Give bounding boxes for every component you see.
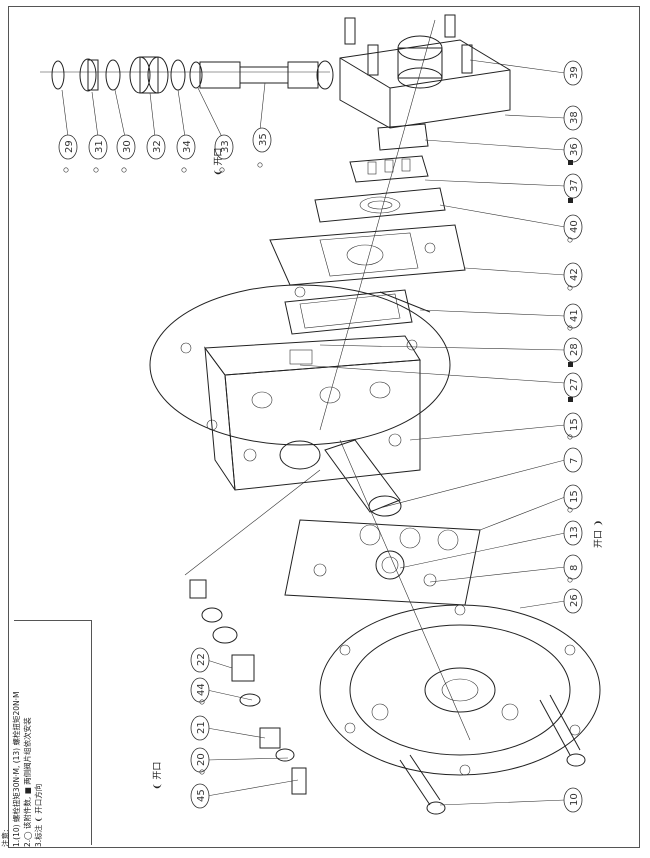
svg-text:27: 27: [569, 378, 580, 391]
callout-15-plate: 15: [563, 484, 583, 510]
open-label-right: 开口 ❩: [594, 519, 604, 548]
svg-text:42: 42: [569, 268, 580, 281]
notes-box: 注意: 1.(10) 螺栓扭矩30N·M, (13) 螺栓扭矩20N·M 2.◯…: [1, 620, 92, 847]
callout-33: 33: [214, 134, 234, 160]
svg-text:10: 10: [569, 793, 580, 806]
part-36-block: [377, 123, 429, 151]
svg-text:35: 35: [258, 133, 269, 146]
svg-text:20: 20: [196, 753, 207, 766]
top-shaft-assembly: [51, 56, 334, 94]
callout-44: 44: [190, 677, 210, 703]
svg-text:21: 21: [196, 721, 207, 734]
svg-text:44: 44: [196, 683, 207, 696]
large-flange-disk: [149, 284, 451, 446]
svg-text:7: 7: [569, 458, 580, 464]
notes-text: 注意: 1.(10) 螺栓扭矩30N·M, (13) 螺栓扭矩20N·M 2.◯…: [0, 647, 60, 848]
callout-10: 10: [563, 787, 583, 813]
svg-text:38: 38: [569, 111, 580, 124]
callout-37: 37: [563, 173, 583, 199]
callout-38: 38: [563, 105, 583, 131]
svg-text:15: 15: [569, 490, 580, 503]
callout-21: 21: [190, 715, 210, 741]
callout-7: 7: [563, 447, 583, 473]
callout-8: 8: [563, 554, 583, 580]
svg-text:13: 13: [569, 526, 580, 539]
part-42-plate: [269, 224, 466, 286]
svg-text:22: 22: [196, 653, 207, 666]
bottom-flange-26: [319, 604, 601, 776]
part-41-gasket: [284, 289, 431, 335]
svg-text:36: 36: [569, 143, 580, 156]
svg-text:28: 28: [569, 343, 580, 356]
svg-text:15: 15: [569, 418, 580, 431]
callout-31: 31: [88, 134, 108, 160]
callout-22: 22: [190, 647, 210, 673]
drawing-sheet-border: [8, 6, 640, 848]
svg-text:31: 31: [94, 140, 105, 153]
svg-text:33: 33: [220, 140, 231, 153]
callout-20: 20: [190, 747, 210, 773]
svg-text:39: 39: [569, 66, 580, 79]
stem-axis-line: [184, 469, 321, 576]
callout-27: 27: [563, 372, 583, 398]
callout-35: 35: [252, 127, 272, 153]
callout-26: 26: [563, 588, 583, 614]
svg-text:30: 30: [122, 140, 133, 153]
callout-30: 30: [116, 134, 136, 160]
bolt-10: [399, 694, 586, 815]
callout-15-housing: 15: [563, 412, 583, 438]
callout-13: 13: [563, 520, 583, 546]
notes-title: 注意:: [1, 829, 10, 847]
shaft-7: [324, 439, 402, 517]
svg-text:32: 32: [152, 140, 163, 153]
callout-40: 40: [563, 214, 583, 240]
valve-body-block: [339, 14, 511, 129]
part-40-gasket: [314, 187, 446, 223]
callout-36: 36: [563, 137, 583, 163]
callout-45: 45: [190, 783, 210, 809]
callout-41: 41: [563, 303, 583, 329]
callout-32: 32: [146, 134, 166, 160]
notes-line-3: 3.标注 ❨ 开口方向: [34, 783, 43, 847]
svg-text:41: 41: [569, 309, 580, 322]
notes-line-2: 2.◯ 该附件数, ■ 两侧阀片组依次安装: [23, 717, 32, 847]
callout-34: 34: [176, 134, 196, 160]
svg-text:29: 29: [64, 140, 75, 153]
svg-text:40: 40: [569, 220, 580, 233]
svg-text:45: 45: [196, 789, 207, 802]
svg-text:26: 26: [569, 594, 580, 607]
lower-axis-line: [339, 439, 471, 741]
main-housing: [204, 335, 421, 491]
svg-text:8: 8: [569, 565, 580, 571]
callout-28: 28: [563, 337, 583, 363]
open-label-top: ❨ 开口: [214, 147, 224, 176]
svg-text:34: 34: [182, 140, 193, 153]
callout-29: 29: [58, 134, 78, 160]
open-label-bottom: ❨ 开口: [153, 761, 163, 790]
callout-42: 42: [563, 262, 583, 288]
svg-text:37: 37: [569, 179, 580, 192]
callout-39: 39: [563, 60, 583, 86]
notes-line-1: 1.(10) 螺栓扭矩30N·M, (13) 螺栓扭矩20N·M: [12, 691, 21, 848]
part-37-plate: [349, 155, 429, 183]
